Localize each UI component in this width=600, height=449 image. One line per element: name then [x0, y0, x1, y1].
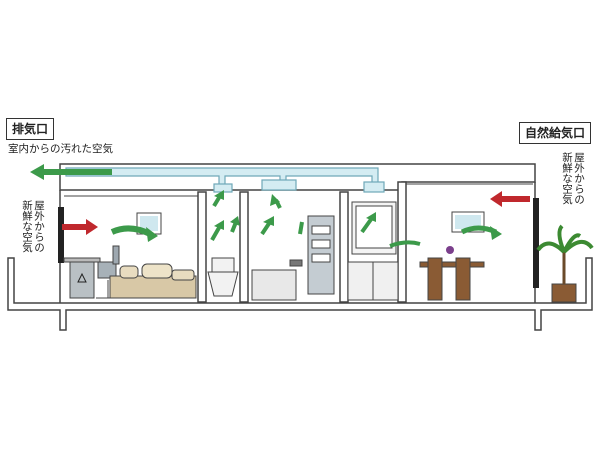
fresh-air-left-col1: 屋外からの [33, 200, 45, 253]
indoor-air-arrow-bath [260, 194, 304, 236]
palm-plant-icon [536, 224, 594, 303]
desk-chair-icon [63, 245, 120, 299]
vanity-icon [347, 201, 399, 301]
toilet-icon [207, 257, 239, 297]
fresh-air-arrow-left [62, 219, 98, 235]
fresh-air-arrow-right [490, 191, 530, 207]
dining-table-icon [419, 246, 485, 301]
right-window [533, 198, 539, 288]
indoor-air-arrow-bedroom [110, 225, 158, 242]
indoor-air-arrow-toilet [210, 190, 240, 241]
exhaust-port-label: 排気口 [6, 118, 55, 140]
indoor-air-arrow-wash [360, 212, 421, 248]
dirty-air-label: 室内からの汚れた空気 [8, 143, 113, 155]
bed-icon [109, 263, 197, 299]
floor-slab [7, 257, 593, 331]
fresh-air-left-col2: 新鮮な空気 [21, 200, 33, 253]
exhaust-arrow-icon [30, 164, 112, 180]
left-window [58, 207, 64, 263]
fresh-air-right-col1: 屋外からの [573, 152, 585, 205]
trash-bin-icon [69, 261, 95, 299]
exhaust-duct [65, 167, 385, 193]
bathtub-icon [251, 215, 335, 301]
natural-supply-port-label: 自然給気口 [519, 122, 592, 144]
indoor-air-arrow-dining [460, 225, 502, 240]
fresh-air-right-col2: 新鮮な空気 [561, 152, 573, 205]
